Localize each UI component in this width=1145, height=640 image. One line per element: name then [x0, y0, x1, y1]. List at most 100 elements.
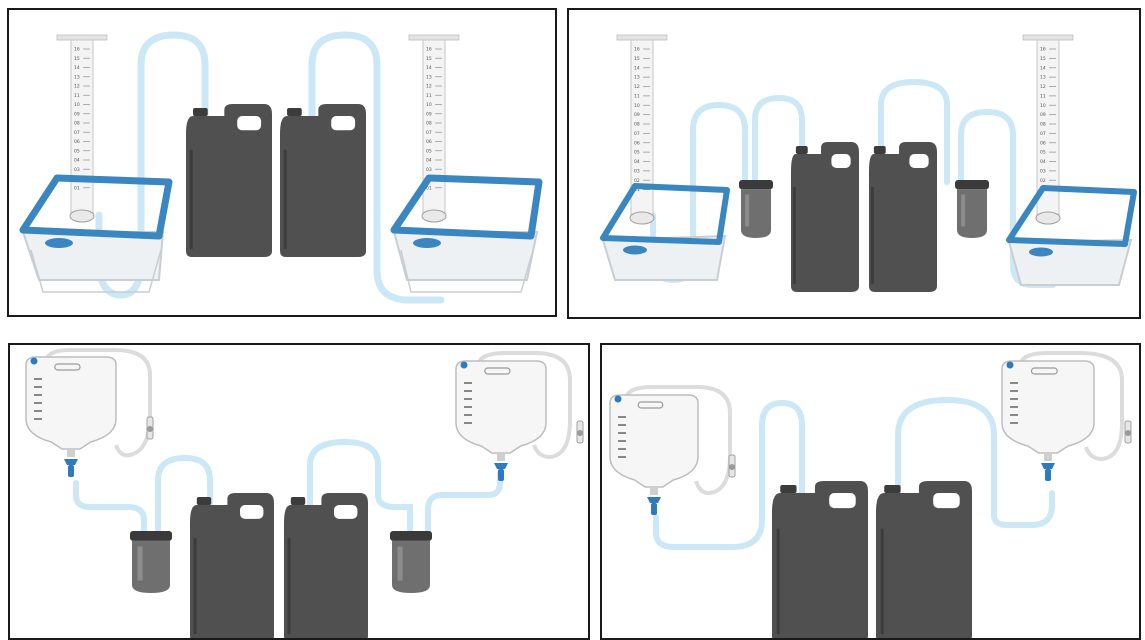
cylinder-tick-label: 16 — [426, 47, 432, 53]
cylinder-tick-label: 07 — [74, 130, 80, 136]
panel-1-scene: 16151413121110090807060504030201 1615141… — [9, 10, 557, 317]
jug-cap — [287, 108, 302, 116]
glass-trap-right — [390, 531, 432, 593]
jug-handle-hole — [829, 493, 856, 508]
cylinder-tick-label: 10 — [74, 102, 80, 108]
jug-cap — [884, 485, 900, 493]
jug-handle-hole — [240, 505, 263, 519]
bag-valve — [68, 465, 74, 477]
drainage-bag-right — [456, 361, 583, 481]
tube-right — [428, 473, 500, 535]
jug-handle-hole — [933, 493, 960, 508]
jug-right — [869, 142, 937, 292]
jug-cap — [197, 497, 211, 505]
bag-clamp — [647, 497, 661, 503]
cylinder-tick-label: 08 — [426, 121, 432, 127]
bag-clamp — [494, 463, 508, 469]
graduated-cylinder-left: 16151413121110090807060504030201 — [57, 35, 107, 222]
cylinder-tick-label: 11 — [634, 93, 640, 99]
cylinder-tick-label: 09 — [426, 111, 432, 117]
cylinder-top-plate — [409, 35, 459, 40]
tray-right — [1009, 240, 1131, 285]
bag-sample-port-cap — [1125, 430, 1131, 436]
cylinder-tick-label: 15 — [74, 56, 80, 62]
cylinder-tick-label: 14 — [74, 65, 80, 71]
cylinder-tick-label: 10 — [1040, 103, 1046, 109]
bag-sample-port-cap — [729, 464, 735, 470]
bag-sample-port-cap — [147, 426, 153, 432]
tube-left — [76, 483, 144, 530]
glass-trap-left — [130, 531, 172, 593]
cylinder-tick-label: 08 — [74, 121, 80, 127]
cylinder-tick-label: 10 — [634, 103, 640, 109]
cylinder-tick-label: 08 — [634, 122, 640, 128]
cylinder-tick-label: 05 — [426, 148, 432, 154]
jug-cap — [796, 146, 808, 154]
jug-left — [186, 104, 272, 257]
trap-shine — [961, 195, 965, 227]
cylinder-tick-label: 05 — [74, 148, 80, 154]
cylinder-tick-label: 09 — [74, 111, 80, 117]
trap-lid — [130, 531, 172, 541]
bag-top-port — [615, 396, 622, 403]
jug-cap — [780, 485, 796, 493]
cylinder-tick-label: 03 — [426, 167, 432, 173]
cylinder-tick-label: 15 — [634, 56, 640, 62]
cylinder-tick-label: 01 — [74, 185, 80, 191]
cylinder-tick-label: 11 — [426, 93, 432, 99]
cylinder-tick-label: 03 — [634, 168, 640, 174]
cylinder-tick-label: 16 — [74, 47, 80, 53]
panel-bags-traps-jugs — [8, 343, 590, 640]
drainage-bag-left — [26, 357, 153, 477]
cylinder-tick-label: 14 — [634, 65, 640, 71]
cylinder-tick-label: 06 — [74, 139, 80, 145]
panel-4-scene — [602, 345, 1141, 640]
bag-top-port — [1007, 362, 1014, 369]
cylinder-tick-label: 12 — [1040, 84, 1046, 90]
cylinder-tick-label: 06 — [634, 140, 640, 146]
trap-shine — [398, 547, 403, 581]
drain-blob-right — [1029, 248, 1053, 257]
cylinder-tick-label: 08 — [1040, 122, 1046, 128]
cylinder-tick-label: 07 — [1040, 131, 1046, 137]
jug-right — [280, 104, 366, 257]
cylinder-tick-label: 12 — [74, 84, 80, 90]
jug-handle-hole — [909, 154, 928, 168]
cylinder-tick-label: 04 — [74, 158, 80, 164]
trap-lid — [739, 180, 773, 189]
jug-handle-hole — [831, 154, 850, 168]
cylinder-base — [1036, 212, 1060, 224]
tray-right-rim — [1009, 188, 1134, 244]
bag-clamp — [64, 459, 78, 465]
cylinder-tick-label: 02 — [1040, 178, 1046, 184]
cylinder-tick-label: 13 — [634, 75, 640, 81]
jug-left — [791, 142, 859, 292]
trap-lid — [390, 531, 432, 541]
cylinder-tick-label: 05 — [1040, 150, 1046, 156]
cylinder-tick-label: 16 — [1040, 47, 1046, 53]
panel-bags-jugs — [600, 343, 1141, 640]
bag-top-port — [31, 358, 38, 365]
bag-outlet — [497, 453, 505, 461]
glass-trap-right — [955, 180, 989, 238]
cylinder-tick-label: 09 — [634, 112, 640, 118]
drain-blob-right — [413, 238, 441, 248]
cylinder-tick-label: 07 — [426, 130, 432, 136]
cylinder-tick-label: 02 — [634, 178, 640, 184]
cylinder-tick-label: 14 — [1040, 65, 1046, 71]
trap-lid — [955, 180, 989, 189]
cylinder-top-plate — [57, 35, 107, 40]
drainage-bag-right — [1002, 361, 1131, 481]
jug-handle-hole — [237, 116, 261, 130]
cylinder-tick-label: 06 — [426, 139, 432, 145]
trap-shine — [745, 195, 749, 227]
cylinder-tick-label: 12 — [634, 84, 640, 90]
drainage-bag-left — [610, 395, 735, 515]
drain-blob-left — [45, 238, 73, 248]
bag-outlet — [650, 487, 658, 495]
jug-left — [190, 493, 274, 640]
